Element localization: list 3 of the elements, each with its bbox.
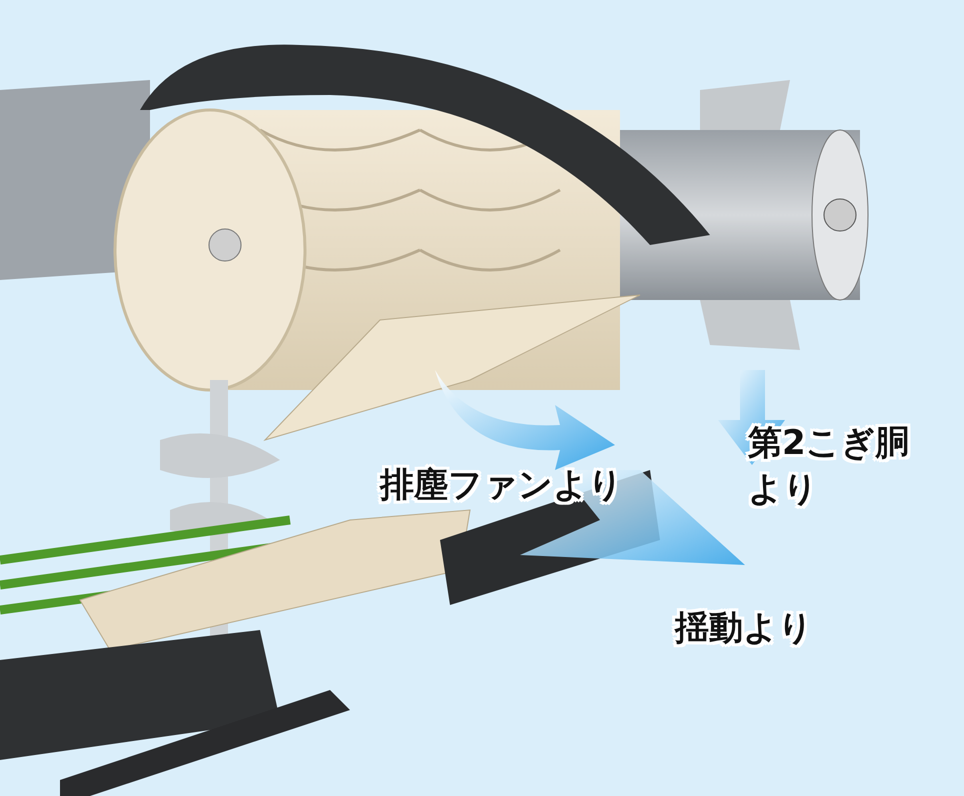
flow-label: 排塵ファンより [380,464,624,507]
flow-label: 揺動より [675,607,814,650]
flow-label: 第2こぎ胴より [748,422,911,511]
